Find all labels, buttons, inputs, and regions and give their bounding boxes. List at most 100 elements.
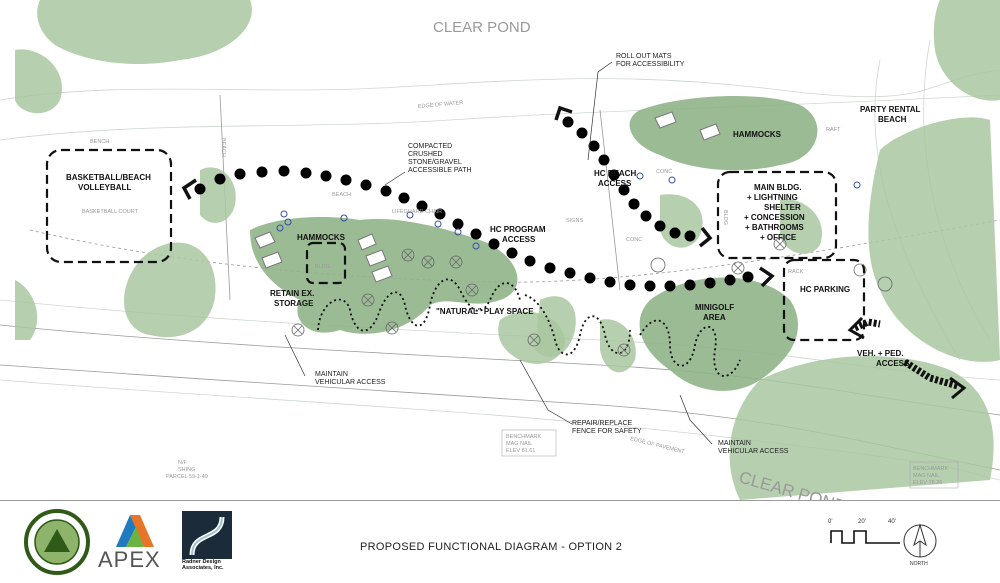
parcel-line-2: SHING xyxy=(178,467,195,473)
hc-path-dots xyxy=(194,116,754,292)
retain-storage-label: RETAIN EX. STORAGE xyxy=(270,289,317,308)
maintain-left-line-1: MAINTAIN xyxy=(315,371,348,378)
hc-program-label: HC PROGRAM ACCESS xyxy=(490,225,548,244)
main-bldg-line-5: + BATHROOMS xyxy=(745,223,804,232)
main-bldg-line-3: SHELTER xyxy=(764,203,801,212)
hammocks-left-label: HAMMOCKS xyxy=(297,233,346,242)
party-rental-label: PARTY RENTAL BEACH xyxy=(860,105,923,124)
party-rental-line-1: PARTY RENTAL xyxy=(860,105,921,114)
edge-of-pavement-label: EDGE OF PAVEMENT xyxy=(630,436,686,455)
main-bldg-line-4: + CONCESSION xyxy=(744,213,805,222)
scale-0-label: 0' xyxy=(828,519,833,525)
veh-ped-line-1: VEH. + PED. xyxy=(857,349,903,358)
hammock-icons xyxy=(254,111,721,283)
veh-ped-label: VEH. + PED. ACCESS xyxy=(857,349,910,368)
site-markers xyxy=(276,172,861,250)
compacted-path-note: COMPACTED CRUSHED STONE/GRAVEL ACCESSIBL… xyxy=(408,143,472,174)
benchmark-1-line-3: ELEV 81.61 xyxy=(506,448,535,454)
beach-vertical-label: BEACH xyxy=(220,138,226,157)
hc-beach-label: HC BEACH ACCESS xyxy=(594,169,638,188)
compacted-line-3: STONE/GRAVEL xyxy=(408,159,462,166)
benchmark-2-line-2: MAG NAIL xyxy=(913,473,939,479)
play-space-label: "NATURAL" PLAY SPACE xyxy=(436,307,534,316)
hammocks-right-label: HAMMOCKS xyxy=(733,130,782,139)
basketball-zone-label: BASKETBALL/BEACH VOLLEYBALL xyxy=(66,173,153,192)
edge-of-water-label: EDGE OF WATER xyxy=(418,100,464,110)
retain-storage-line-1: RETAIN EX. xyxy=(270,289,314,298)
apex-logo-icon xyxy=(116,515,154,547)
parcel-line-3: PARCEL 59-1-49 xyxy=(166,474,208,480)
bldg-label: BLDG xyxy=(722,210,728,225)
compacted-line-1: COMPACTED xyxy=(408,143,452,150)
basketball-line-1: BASKETBALL/BEACH xyxy=(66,173,151,182)
north-arrow-icon xyxy=(903,523,937,558)
drawing-title: PROPOSED FUNCTIONAL DIAGRAM - OPTION 2 xyxy=(360,541,623,553)
main-bldg-line-6: + OFFICE xyxy=(760,233,797,242)
site-plan: CLEAR POND CLEAR POND ROAD EDGE OF WATER… xyxy=(0,0,1000,500)
raft-label: RAFT xyxy=(826,127,841,133)
path-arrowheads xyxy=(181,105,775,288)
basketball-court-label: BASKETBALL COURT xyxy=(82,209,139,215)
parcel-line-1: N/F xyxy=(178,460,188,466)
maintain-right-line-1: MAINTAIN xyxy=(718,440,751,447)
repair-line-1: REPAIR/REPLACE xyxy=(572,420,632,427)
hc-parking-label: HC PARKING xyxy=(800,285,850,294)
roll-out-mats-note: ROLL OUT MATS FOR ACCESSIBILITY xyxy=(616,53,685,68)
signs-label: SIGNS xyxy=(566,218,583,224)
benchmark-1-line-1: BENCHMARK xyxy=(506,434,541,440)
veh-ped-line-2: ACCESS xyxy=(876,359,910,368)
party-rental-line-2: BEACH xyxy=(878,115,907,124)
main-bldg-line-2: + LIGHTNING xyxy=(747,193,798,202)
compacted-line-2: CRUSHED xyxy=(408,151,443,158)
radner-wordmark: Radner Design Associates, Inc. xyxy=(182,559,224,571)
minigolf-line-2: AREA xyxy=(703,313,726,322)
tree-symbols xyxy=(291,237,893,357)
conc-label-2: CONC xyxy=(626,237,642,243)
benchmark-2-line-1: BENCHMARK xyxy=(913,466,948,472)
maintain-right-note: MAINTAIN VEHICULAR ACCESS xyxy=(718,440,789,455)
apex-wordmark: APEX xyxy=(98,547,161,572)
maintain-left-line-2: VEHICULAR ACCESS xyxy=(315,379,386,386)
veh-ped-arrowheads xyxy=(847,316,967,400)
veh-ped-arrow xyxy=(853,318,959,390)
hc-beach-line-2: ACCESS xyxy=(598,179,632,188)
zones xyxy=(45,148,866,342)
benchmark-box-1 xyxy=(501,429,557,457)
beach-label: BEACH xyxy=(332,192,351,198)
minigolf-line-1: MINIGOLF xyxy=(695,303,734,312)
bench-label: BENCH xyxy=(90,139,109,145)
benchmark-1-line-2: MAG NAIL xyxy=(506,441,532,447)
maintain-right-line-2: VEHICULAR ACCESS xyxy=(718,448,789,455)
rack-label: RACK xyxy=(788,269,804,275)
repair-line-2: FENCE FOR SAFETY xyxy=(572,428,642,435)
hc-program-line-2: ACCESS xyxy=(502,235,536,244)
pond-label: CLEAR POND xyxy=(433,19,531,36)
serpentine-paths xyxy=(317,278,741,377)
benchmark-1-label: BENCHMARK MAG NAIL ELEV 81.61 xyxy=(506,434,543,454)
main-bldg-label: MAIN BLDG. + LIGHTNING SHELTER + CONCESS… xyxy=(744,183,807,242)
north-label: NORTH xyxy=(910,561,928,567)
scale-40-label: 40' xyxy=(888,519,896,525)
title-block: APEX Radner Design Associates, Inc. PROP… xyxy=(0,500,1000,583)
main-bldg-line-1: MAIN BLDG. xyxy=(754,183,802,192)
compacted-line-4: ACCESSIBLE PATH xyxy=(408,167,472,174)
vegetation xyxy=(15,0,1000,500)
lifeguard-chair-label: LIFEGUARD CHAIR xyxy=(392,209,442,215)
leader-lines xyxy=(284,61,713,445)
benchmark-box-2 xyxy=(909,461,959,489)
roll-out-line-1: ROLL OUT MATS xyxy=(616,53,672,60)
repair-fence-note: REPAIR/REPLACE FENCE FOR SAFETY xyxy=(572,420,642,435)
hc-beach-line-1: HC BEACH xyxy=(594,169,636,178)
hc-program-line-1: HC PROGRAM xyxy=(490,225,546,234)
retain-storage-line-2: STORAGE xyxy=(274,299,314,308)
roll-out-line-2: FOR ACCESSIBILITY xyxy=(616,61,685,68)
basketball-line-2: VOLLEYBALL xyxy=(78,183,131,192)
shed-label: BLDG xyxy=(315,264,330,270)
radner-logo-icon xyxy=(182,511,232,559)
conc-label-1: CONC xyxy=(656,169,672,175)
lakeville-seal-icon xyxy=(24,509,90,575)
benchmark-2-line-3: ELEV 78.26 xyxy=(913,480,942,486)
parcel-label: N/F SHING PARCEL 59-1-49 xyxy=(166,460,208,480)
scale-20-label: 20' xyxy=(858,519,866,525)
